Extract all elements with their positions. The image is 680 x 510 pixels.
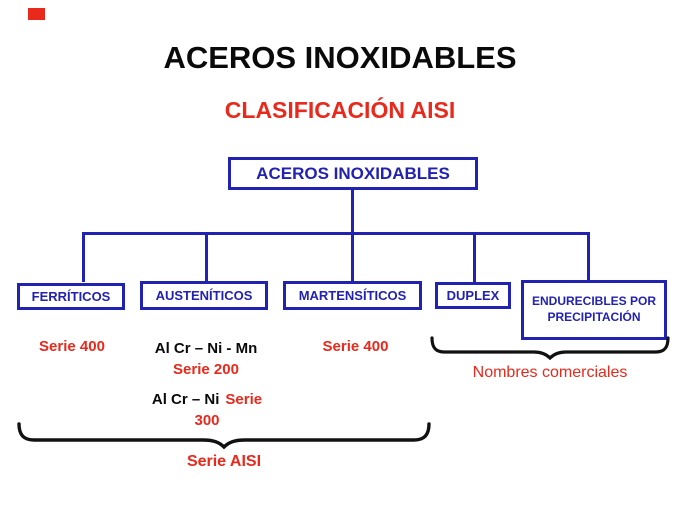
node-martensiticos-label: MARTENSÍTICOS: [298, 288, 407, 303]
connector-horizontal-bus: [82, 232, 590, 235]
label-al-cr-ni: Al Cr – Ni: [151, 391, 220, 408]
connector-drop-ferriticos: [82, 233, 85, 282]
node-austeniticos-label: AUSTENÍTICOS: [155, 288, 253, 303]
node-martensiticos: MARTENSÍTICOS: [283, 281, 422, 310]
node-duplex: DUPLEX: [435, 282, 511, 309]
node-ferriticos-label: FERRÍTICOS: [31, 289, 111, 304]
connector-root-stem: [351, 188, 354, 234]
node-ferriticos: FERRÍTICOS: [17, 283, 125, 310]
label-serie-400-martensiticos: Serie 400: [322, 338, 389, 355]
connector-drop-endurecibles: [587, 233, 590, 282]
connector-drop-austeniticos: [205, 233, 208, 282]
node-endurecibles-label: ENDURECIBLES POR PRECIPITACIÓN: [531, 294, 656, 324]
label-serie-aisi: Serie AISI: [186, 453, 262, 470]
label-300: 300: [194, 412, 220, 429]
node-endurecibles: ENDURECIBLES POR PRECIPITACIÓN: [521, 280, 667, 340]
corner-marker: [28, 8, 45, 20]
slide-subtitle: CLASIFICACIÓN AISI: [224, 97, 456, 123]
node-duplex-label: DUPLEX: [446, 288, 500, 303]
label-serie-300-line1: Al Cr – Ni Serie: [136, 389, 278, 410]
slide-title: ACEROS INOXIDABLES: [163, 40, 517, 75]
underbrace-serie-aisi: [17, 422, 431, 450]
connector-drop-martensiticos: [351, 233, 354, 282]
label-nombres-comerciales: Nombres comerciales: [472, 364, 628, 381]
label-serie-400-ferriticos: Serie 400: [39, 338, 105, 355]
label-austeniticos-detail: Al Cr – Ni - Mn Serie 200: [135, 339, 277, 380]
root-node-label: ACEROS INOXIDABLES: [256, 163, 450, 183]
underbrace-nombres-comerciales: [430, 336, 670, 360]
root-node: ACEROS INOXIDABLES: [228, 157, 478, 190]
connector-drop-duplex: [473, 233, 476, 282]
node-austeniticos: AUSTENÍTICOS: [140, 281, 268, 310]
label-serie-300-group: Al Cr – Ni Serie 300: [136, 389, 278, 431]
label-al-cr-ni-mn: Al Cr – Ni - Mn: [154, 340, 258, 357]
label-serie-200: Serie 200: [173, 360, 239, 378]
label-serie-word: Serie: [225, 391, 263, 408]
